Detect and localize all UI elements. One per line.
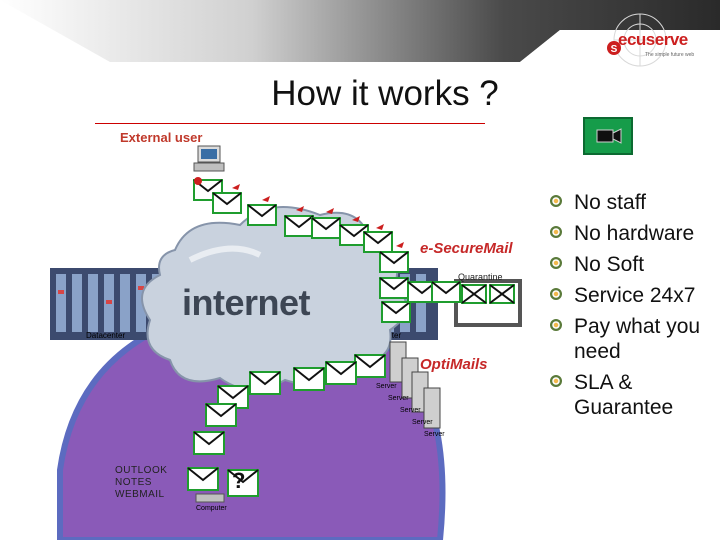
title-underline xyxy=(95,123,485,124)
feature-label: No staff xyxy=(574,191,646,214)
external-user-computer xyxy=(193,145,225,185)
client-computer xyxy=(195,493,225,503)
envelope-chain-inbound xyxy=(193,179,461,323)
video-button[interactable] xyxy=(583,117,633,155)
computer-label: Computer xyxy=(196,505,227,512)
internet-label: internet xyxy=(182,282,311,323)
logo-tagline: The simple future web xyxy=(645,52,695,58)
datacenter-label-left: Datacenter xyxy=(86,331,125,340)
server-label: Server xyxy=(376,383,397,390)
client-list-item: NOTES xyxy=(115,477,152,488)
client-list: OUTLOOK NOTES WEBMAIL xyxy=(115,465,167,501)
feature-item: No staff xyxy=(548,190,718,215)
video-camera-icon xyxy=(596,128,622,144)
feature-label: Service 24x7 xyxy=(574,284,696,307)
feature-item: Pay what you need xyxy=(548,314,718,364)
bullet-icon xyxy=(550,257,562,269)
server-label: Server xyxy=(400,407,421,414)
brand-optimails: OptiMails xyxy=(420,356,488,373)
bullet-icon xyxy=(550,319,562,331)
unknown-mail-marker: ? xyxy=(232,468,245,493)
client-list-item: WEBMAIL xyxy=(115,489,165,500)
client-list-item: OUTLOOK xyxy=(115,465,168,476)
feature-label: No Soft xyxy=(574,253,645,276)
bullet-icon xyxy=(550,226,562,238)
feature-item: Service 24x7 xyxy=(548,283,718,308)
feature-item: SLA & Guarantee xyxy=(548,370,718,420)
envelope-flags xyxy=(232,184,404,248)
envelope-quarantined xyxy=(461,284,515,304)
bullet-icon xyxy=(550,288,562,300)
feature-label: SLA & Guarantee xyxy=(574,371,674,419)
external-user-label: External user xyxy=(120,130,203,145)
email-flow-diagram: Datacenter Datacenter xyxy=(50,145,522,540)
page-title: How it works ? xyxy=(271,74,499,113)
server-label: Server xyxy=(412,419,433,426)
feature-label: No hardware xyxy=(574,222,695,245)
bullet-icon xyxy=(550,375,562,387)
server-stack xyxy=(389,341,441,429)
quarantine-label: Quarantine xyxy=(458,272,503,282)
features-list: No staff No hardware No Soft Service 24x… xyxy=(548,190,718,426)
bullet-icon xyxy=(550,195,562,207)
feature-item: No hardware xyxy=(548,221,718,246)
server-label: Server xyxy=(424,431,445,438)
envelope-chain-outbound xyxy=(187,354,386,497)
logo-letter: S xyxy=(611,44,618,55)
feature-item: No Soft xyxy=(548,252,718,277)
logo-word: ecuserve xyxy=(618,30,688,49)
secuserve-logo: S xyxy=(607,13,667,67)
feature-label: Pay what you need xyxy=(574,315,701,363)
server-label: Server xyxy=(388,395,409,402)
brand-esecuremail: e-SecureMail xyxy=(420,240,513,257)
